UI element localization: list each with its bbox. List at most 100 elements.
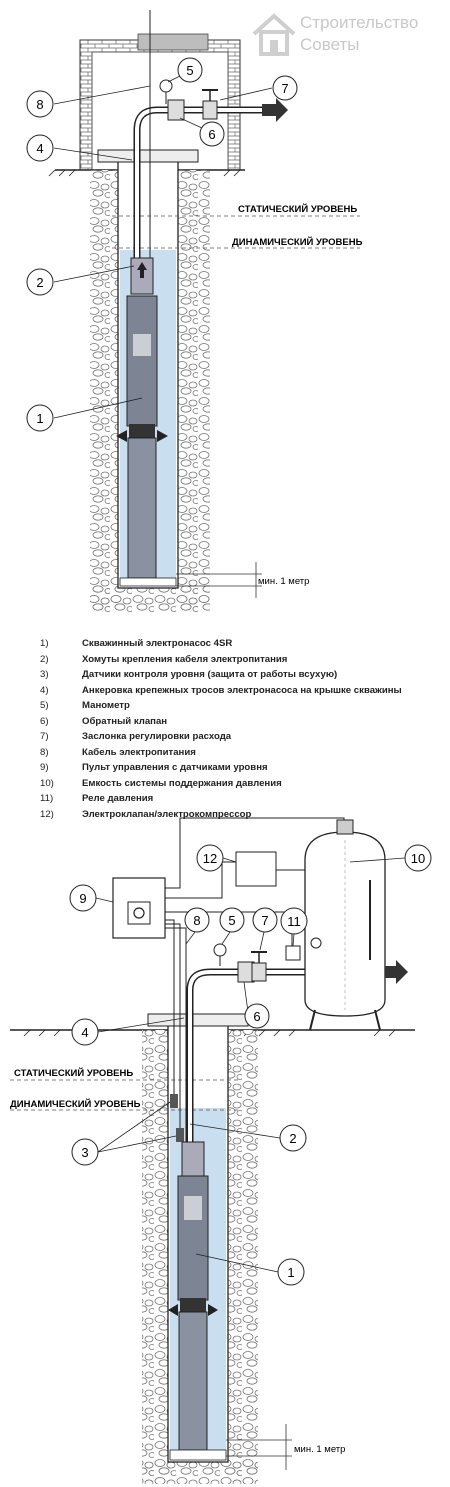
callout-4-top: 4	[26, 134, 133, 162]
callout-7-top: 7	[219, 75, 298, 101]
svg-text:5: 5	[186, 63, 193, 78]
pump-intake	[129, 424, 155, 438]
callout-2: 2	[189, 1123, 307, 1152]
legend-item-number: 1)	[40, 638, 49, 649]
callout-8: 8	[184, 907, 210, 945]
callout-3: 3	[71, 1101, 177, 1166]
svg-text:6: 6	[208, 127, 215, 142]
gravel-right-bottom	[226, 1030, 258, 1482]
outflow-arrow	[262, 98, 288, 122]
legend-item: 5)Манометр	[40, 698, 440, 714]
svg-text:5: 5	[228, 913, 235, 928]
pressure-gauge-bottom	[213, 943, 227, 957]
gravel-bottom	[90, 588, 210, 612]
bottom-dynamic-level-label: ДИНАМИЧЕСКИЙ УРОВЕНЬ	[10, 1098, 141, 1110]
callout-12: 12	[196, 844, 237, 872]
well-filter-bottom	[169, 1449, 227, 1461]
svg-text:7: 7	[281, 81, 288, 96]
legend-item-number: 9)	[40, 762, 49, 773]
legend-item: 7) Заслонка регулировки расхода	[40, 729, 440, 745]
tank-outflow-arrow	[385, 960, 408, 984]
legend-item: 9) Пульт управления с датчиками уровня	[40, 760, 440, 776]
pit-hatch	[137, 33, 209, 51]
legend-item: 12)Электроклапан/электрокомпрессор	[40, 807, 440, 823]
legend-item: 8)Кабель электропитания	[40, 745, 440, 761]
callout-8-top: 8	[26, 85, 151, 118]
callout-10: 10	[349, 844, 432, 872]
flow-valve	[202, 100, 218, 120]
legend-item: 10) Емкость системы поддержания давления	[40, 776, 440, 792]
top-min-depth-label: мин. 1 метр	[258, 576, 309, 587]
legend-item-text: Емкость системы поддержания давления	[82, 777, 282, 789]
pump-body	[126, 295, 158, 427]
top-dynamic-level-label: ДИНАМИЧЕСКИЙ УРОВЕНЬ	[232, 236, 363, 248]
legend-item-text: Датчики контроля уровня (защита от работ…	[82, 669, 338, 680]
svg-text:3: 3	[81, 1145, 88, 1160]
bottom-static-level-label: СТАТИЧЕСКИЙ УРОВЕНЬ	[14, 1067, 133, 1079]
legend-item-text: Заслонка регулировки расхода	[82, 731, 232, 742]
gravel-right	[176, 170, 210, 610]
svg-text:10: 10	[411, 851, 425, 866]
legend-item-number: 8)	[40, 746, 49, 758]
flow-valve-bottom	[251, 962, 267, 982]
wiring-sensors	[165, 919, 181, 1020]
bottom-diagram: СТАТИЧЕСКИЙ УРОВЕНЬ ДИНАМИЧЕСКИЙ УРОВЕНЬ	[10, 817, 432, 1484]
svg-text:1: 1	[36, 411, 43, 426]
pump-intake-bottom	[180, 1298, 206, 1312]
callout-6-top: 6	[179, 117, 225, 147]
bottom-min-depth-label: мин. 1 метр	[294, 1444, 345, 1455]
pressure-gauge	[159, 79, 173, 93]
legend-item-text: Анкеровка крепежных тросов электронасоса…	[82, 684, 402, 696]
legend-item-text: Обратный клапан	[82, 715, 168, 727]
legend-item-text: Скважинный электронасос 4SR	[82, 638, 233, 649]
callout-6: 6	[243, 981, 270, 1029]
pressure-switch	[285, 945, 301, 961]
intake-arrow-left-bottom	[168, 1304, 178, 1316]
svg-text:9: 9	[79, 891, 86, 906]
legend-item: 4)Анкеровка крепежных тросов электронасо…	[40, 683, 440, 699]
pump-logo-bottom	[184, 1196, 202, 1220]
check-valve	[167, 99, 185, 121]
tank-leg-left	[309, 1009, 381, 1031]
svg-text:8: 8	[193, 913, 200, 928]
callout-5: 5	[219, 907, 245, 945]
legend-item-text: Пульт управления с датчиками уровня	[82, 762, 268, 773]
well-cap	[97, 149, 199, 163]
level-sensor-upper	[170, 1094, 178, 1108]
legend-item: 2)Хомуты крепления кабеля электропитания	[40, 652, 440, 668]
legend-item: 3) Датчики контроля уровня (защита от раб…	[40, 667, 440, 683]
svg-text:1: 1	[287, 1265, 294, 1280]
svg-text:4: 4	[36, 141, 43, 156]
legend-item-number: 3)	[40, 669, 49, 680]
power-cable-bottom	[165, 927, 187, 1150]
wiring-relay	[165, 861, 236, 899]
pump-logo	[133, 334, 151, 356]
top-diagram: СТАТИЧЕСКИЙ УРОВЕНЬ ДИНАМИЧЕСКИЙ УРОВЕНЬ	[26, 10, 363, 612]
level-sensor-lower	[176, 1128, 184, 1142]
intake-arrow-right	[157, 430, 168, 442]
well-cap-bottom	[147, 1013, 249, 1027]
svg-text:2: 2	[289, 1131, 296, 1146]
tank-compressor	[336, 819, 354, 835]
legend-item-text: Электроклапан/электрокомпрессор	[82, 808, 252, 820]
legend-item-text: Манометр	[82, 700, 130, 711]
gravel-floor-bottom	[142, 1462, 258, 1484]
intake-arrow-right-bottom	[208, 1304, 218, 1316]
legend-item-number: 2)	[40, 653, 49, 665]
legend-item-number: 10)	[40, 777, 54, 789]
svg-text:8: 8	[36, 97, 43, 112]
legend-item: 11)Реле давления	[40, 791, 440, 807]
legend-item-number: 7)	[40, 731, 49, 742]
svg-text:4: 4	[81, 1025, 88, 1040]
svg-text:2: 2	[36, 275, 43, 290]
callout-4: 4	[71, 1017, 185, 1046]
watermark-line1: Строительство	[300, 13, 419, 32]
discharge-pipe-bottom-inner	[188, 970, 305, 1150]
legend-item: 6)Обратный клапан	[40, 714, 440, 730]
house-icon	[252, 13, 296, 56]
control-panel-knob	[133, 907, 145, 919]
callout-2-top: 2	[26, 265, 135, 296]
callout-9: 9	[69, 884, 114, 912]
